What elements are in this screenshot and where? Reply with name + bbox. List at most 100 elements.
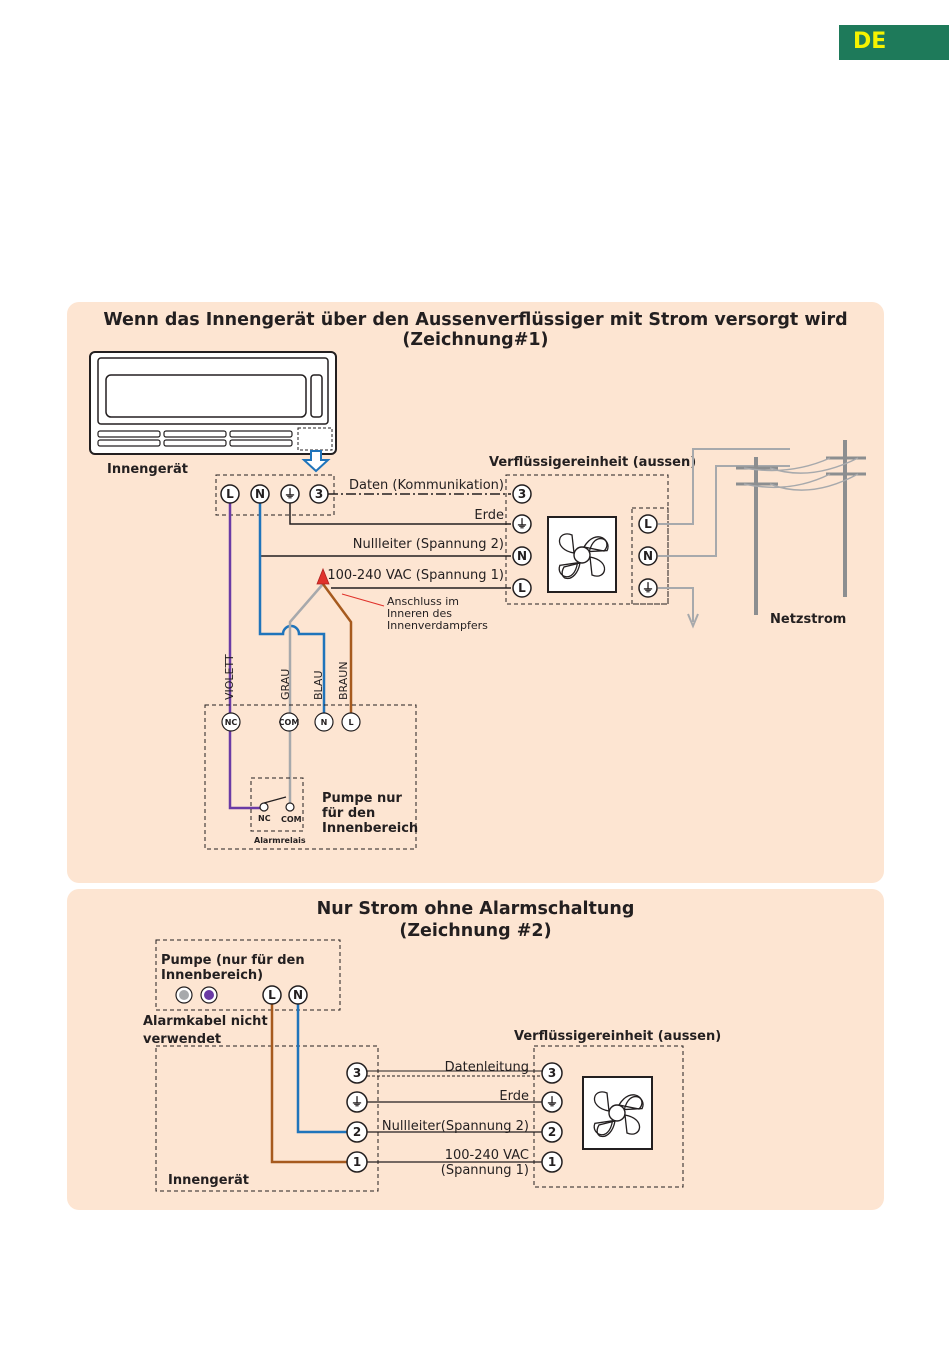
svg-text:N: N — [643, 549, 653, 563]
svg-text:1: 1 — [548, 1155, 556, 1169]
connection-note-line-1: Anschluss im — [387, 595, 459, 608]
wire-color-violet: VIOLETT — [223, 654, 236, 700]
blue-wire-2 — [296, 1003, 347, 1134]
relay-contact-com: COM — [281, 815, 302, 824]
wire-color-blue: BLAU — [312, 670, 325, 700]
language-code: DE — [853, 29, 887, 54]
pump2-label-line-1: Pumpe (nur für den — [161, 953, 305, 968]
supply-wire-label-2-line-2: (Spannung 1) — [441, 1163, 529, 1178]
svg-text:COM: COM — [279, 718, 300, 727]
svg-text:L: L — [518, 581, 526, 595]
outdoor-fan-frame-2 — [582, 1076, 653, 1150]
svg-text:3: 3 — [518, 487, 526, 501]
svg-text:⏚: ⏚ — [516, 517, 528, 531]
wire-color-grey: GRAU — [279, 669, 292, 700]
indoor-terminal-l: L — [220, 484, 240, 504]
pump-terminal-com: COM — [279, 712, 300, 732]
indoor-unit-label: Innengerät — [107, 462, 188, 477]
pump-terminal-l: L — [341, 712, 361, 732]
indoor-terminal-n: N — [250, 484, 270, 504]
diagram-2-subtitle: (Zeichnung #2) — [399, 921, 552, 941]
indoor2-terminal-3: 3 — [346, 1062, 368, 1084]
diagram-2-panel: Nur Strom ohne Alarmschaltung (Zeichnung… — [67, 889, 884, 1210]
svg-text:2: 2 — [548, 1125, 556, 1139]
pump-label-line-2: für den — [322, 806, 375, 821]
language-badge: DE — [839, 25, 949, 60]
svg-text:3: 3 — [315, 487, 323, 501]
pump-label-line-1: Pumpe nur — [322, 791, 402, 806]
indoor-unit-label-2: Innengerät — [168, 1173, 249, 1188]
outdoor-terminal-l: L — [512, 578, 532, 598]
earth-wire-label-2: Erde — [499, 1089, 529, 1104]
connection-note-line-2: Inneren des — [387, 607, 452, 620]
svg-text:L: L — [644, 517, 652, 531]
outdoor2-terminal-2: 2 — [541, 1121, 563, 1143]
data-wire-label-2: Datenleitung — [445, 1060, 529, 1075]
indoor-terminal-3: 3 — [309, 484, 329, 504]
outdoor-terminal-n: N — [512, 546, 532, 566]
pump-box — [204, 704, 417, 850]
svg-text:N: N — [321, 718, 328, 727]
outdoor2-terminal-3: 3 — [541, 1062, 563, 1084]
supply-wire-label: 100-240 VAC (Spannung 1) — [327, 568, 504, 583]
neutral-wire-label-2: Nullleiter(Spannung 2) — [382, 1119, 529, 1134]
relay-contact-nc: NC — [258, 814, 271, 823]
svg-text:3: 3 — [353, 1066, 361, 1080]
svg-text:⏚: ⏚ — [351, 1095, 363, 1109]
supply-wire-label-2-line-1: 100-240 VAC — [445, 1148, 529, 1163]
pump-terminal-nc: NC — [221, 712, 241, 732]
indoor2-terminal-2: 2 — [346, 1121, 368, 1143]
neutral-wire-label: Nullleiter (Spannung 2) — [353, 537, 504, 552]
pump-label-line-3: Innenbereich — [322, 821, 418, 836]
svg-text:⏚: ⏚ — [642, 581, 654, 595]
pump-terminal-n: N — [314, 712, 334, 732]
outdoor2-terminal-earth: ⏚ — [541, 1091, 563, 1113]
svg-text:N: N — [517, 549, 527, 563]
outdoor-unit-label: Verflüssigereinheit (aussen) — [489, 455, 696, 470]
alarm-note-line-2: verwendet — [143, 1032, 221, 1047]
svg-text:L: L — [226, 487, 234, 501]
svg-text:NC: NC — [225, 718, 238, 727]
svg-text:L: L — [348, 718, 353, 727]
mains-label: Netzstrom — [770, 612, 846, 627]
splice-connector-icon — [316, 567, 330, 585]
outdoor-unit-box — [505, 474, 669, 605]
pump2-label-line-2: Innenbereich) — [161, 968, 263, 983]
earth-wire-label: Erde — [474, 508, 504, 523]
wire-color-brown: BRAUN — [337, 661, 350, 700]
svg-text:N: N — [255, 487, 265, 501]
pump-box-2 — [155, 939, 341, 1011]
svg-text:3: 3 — [548, 1066, 556, 1080]
relay-switch — [263, 796, 287, 804]
outdoor-terminal-3: 3 — [512, 484, 532, 504]
svg-text:2: 2 — [353, 1125, 361, 1139]
indoor-unit-drawing — [89, 351, 337, 473]
brown-wire — [321, 583, 353, 715]
diagram-1-title: Wenn das Innengerät über den Aussenverfl… — [103, 310, 848, 330]
outdoor-fan-frame — [547, 516, 617, 593]
violet-wire — [228, 502, 262, 810]
diagram-2-title: Nur Strom ohne Alarmschaltung — [316, 899, 635, 919]
indoor-unit-box-2 — [155, 1045, 379, 1192]
alarm-relay-label: Alarmrelais — [254, 836, 306, 845]
outdoor-unit-label-2: Verflüssigereinheit (aussen) — [514, 1029, 721, 1044]
mains-terminal-l: L — [638, 514, 658, 534]
svg-text:1: 1 — [353, 1155, 361, 1169]
alarm-relay-box — [250, 777, 304, 832]
grey-wire — [288, 583, 324, 804]
outdoor2-terminal-1: 1 — [541, 1151, 563, 1173]
outdoor-terminal-earth: ⏚ — [512, 514, 532, 534]
svg-text:⏚: ⏚ — [546, 1095, 558, 1109]
alarm-note-line-1: Alarmkabel nicht — [143, 1014, 268, 1029]
indoor-terminal-earth: ⏚ — [280, 484, 300, 504]
svg-text:L: L — [268, 988, 276, 1002]
mains-wiring — [658, 440, 866, 629]
note-pointer — [341, 593, 385, 607]
pump2-terminal-l: L — [262, 985, 282, 1005]
svg-text:N: N — [293, 988, 303, 1002]
outdoor-unit-box-2 — [533, 1045, 684, 1188]
data-wire-label: Daten (Kommunikation) — [349, 478, 504, 493]
svg-text:⏚: ⏚ — [284, 487, 296, 501]
indoor2-terminal-earth: ⏚ — [346, 1091, 368, 1113]
diagram-1-subtitle: (Zeichnung#1) — [402, 330, 549, 350]
